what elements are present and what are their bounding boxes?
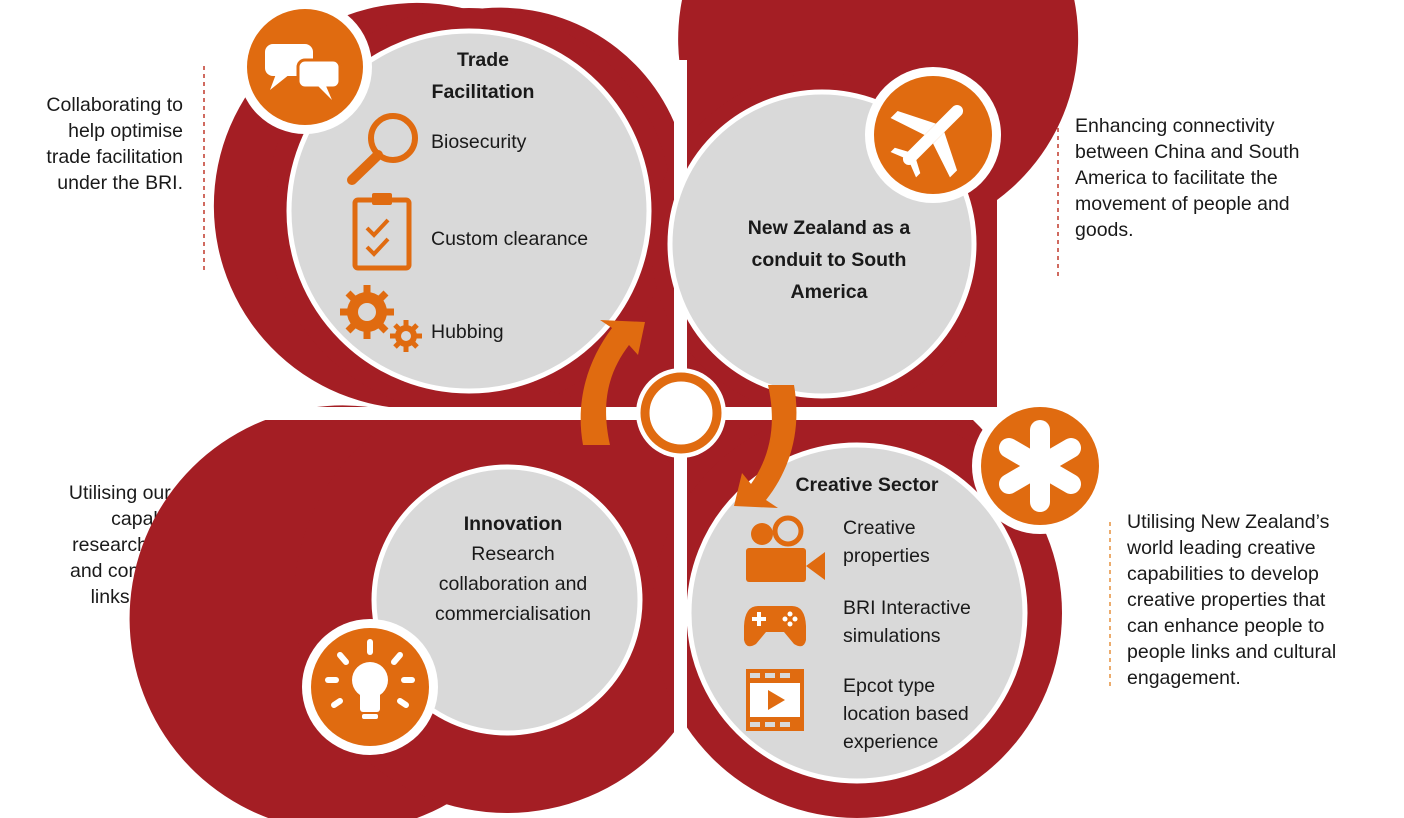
lightbulb-icon — [302, 619, 438, 755]
conduit-description: Enhancing connectivity between China and … — [1075, 113, 1375, 243]
speech-bubbles-icon — [238, 0, 372, 134]
creative-description-line: world leading creative — [1127, 537, 1316, 559]
airplane-icon — [865, 67, 1001, 203]
trade-description-line: trade facilitation — [46, 146, 183, 168]
creative-description-line: engagement. — [1127, 667, 1241, 689]
up-arrow — [580, 320, 645, 445]
trade-description-line: help optimise — [68, 120, 183, 142]
trade-title-line1: Trade — [457, 49, 509, 71]
center-ring — [640, 372, 722, 454]
trade-item-custom-clearance: Custom clearance — [431, 228, 588, 250]
trade-item-hubbing: Hubbing — [431, 321, 504, 343]
trade-description-line: Collaborating to — [46, 94, 183, 116]
conduit-title-line2: conduit to South — [752, 249, 907, 271]
innovation-body-line1: Research — [471, 543, 554, 565]
gamepad-icon — [744, 606, 806, 647]
trade-title-line2: Facilitation — [432, 81, 535, 103]
creative-item3-line1: Epcot type — [843, 675, 935, 697]
magnifier-icon — [347, 113, 418, 185]
creative-description-line: people links and cultural — [1127, 641, 1337, 663]
asterisk-icon — [972, 398, 1108, 534]
creative-item2-line2: simulations — [843, 625, 941, 647]
creative-description: Utilising New Zealand’s world leading cre… — [1127, 509, 1397, 691]
conduit-description-line: Enhancing connectivity — [1075, 115, 1275, 137]
innovation-body-line3: commercialisation — [435, 603, 591, 625]
down-arrow — [734, 385, 797, 508]
conduit-description-line: America to facilitate the — [1075, 167, 1278, 189]
clipboard-check-icon — [352, 193, 412, 271]
creative-description-line: capabilities to develop — [1127, 563, 1319, 585]
creative-title: Creative Sector — [795, 474, 938, 496]
trade-description-line: under the BRI. — [57, 172, 183, 194]
creative-item2-line1: BRI Interactive — [843, 597, 971, 619]
creative-item3-line2: location based — [843, 703, 969, 725]
creative-description-line: creative properties that — [1127, 589, 1326, 611]
conduit-title-line3: America — [791, 281, 868, 303]
creative-item1-line1: Creative — [843, 517, 916, 539]
video-camera-icon — [746, 515, 825, 582]
trade-item-biosecurity: Biosecurity — [431, 131, 527, 153]
creative-item3-line3: experience — [843, 731, 938, 753]
creative-description-line: Utilising New Zealand’s — [1127, 511, 1330, 533]
film-play-icon — [746, 669, 804, 731]
conduit-title-line1: New Zealand as a — [748, 217, 911, 239]
innovation-title: Innovation — [464, 513, 563, 535]
conduit-description-line: goods. — [1075, 219, 1134, 241]
conduit-description-line: movement of people and — [1075, 193, 1290, 215]
trade-description: Collaborating to help optimise trade facil… — [0, 92, 183, 196]
conduit-description-line: between China and South — [1075, 141, 1300, 163]
innovation-body-line2: collaboration and — [439, 573, 588, 595]
gears-icon — [340, 285, 422, 352]
creative-item1-line2: properties — [843, 545, 930, 567]
creative-description-line: can enhance people to — [1127, 615, 1325, 637]
innovation-circle — [371, 464, 643, 736]
